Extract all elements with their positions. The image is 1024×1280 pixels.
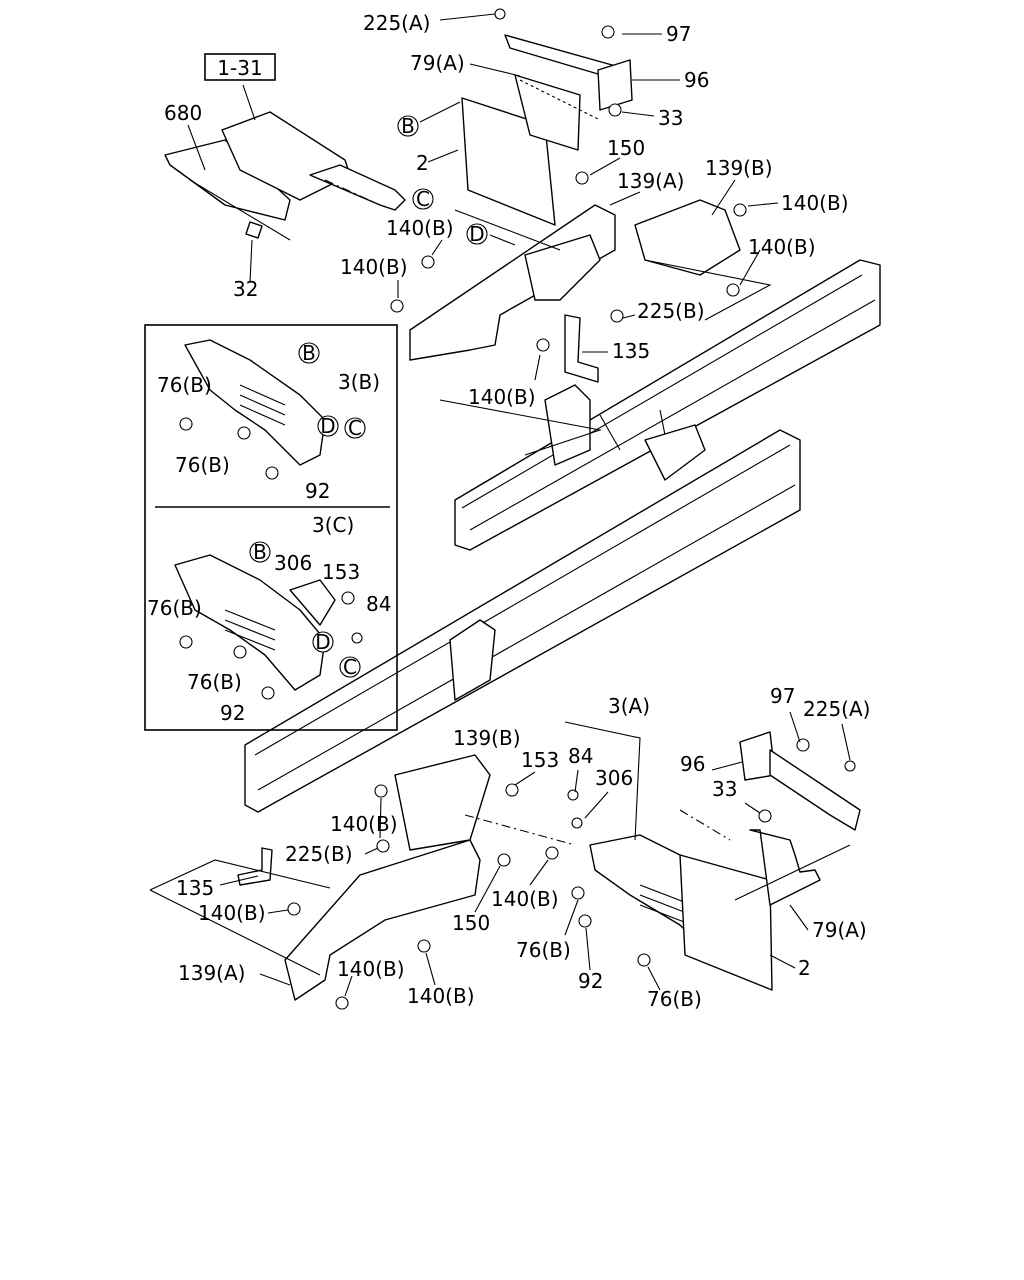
label-150: 150 — [607, 136, 645, 160]
part-135-top — [564, 314, 599, 383]
inset2-label-84: 84 — [366, 592, 391, 616]
bottom-label-306: 306 — [595, 766, 633, 790]
bottom-label-139a: 139(A) — [178, 961, 245, 985]
label-140b-2: 140(B) — [386, 216, 454, 240]
bottom-label-96: 96 — [680, 752, 705, 776]
label-140b-3: 140(B) — [748, 235, 816, 259]
bottom-label-153: 153 — [521, 748, 559, 772]
part-96-bracket-bottom — [739, 731, 861, 831]
part-139b-top — [634, 199, 741, 276]
inset2-label-306: 306 — [274, 551, 312, 575]
label-33: 33 — [658, 106, 683, 130]
bottom-label-76b-2: 76(B) — [647, 987, 702, 1011]
inset2-label-92: 92 — [220, 701, 245, 725]
label-139b: 139(B) — [705, 156, 773, 180]
bottom-label-225b: 225(B) — [285, 842, 353, 866]
bottom-label-150: 150 — [452, 911, 490, 935]
letter-b: B — [401, 114, 415, 138]
label-2: 2 — [416, 151, 429, 175]
letter-d: D — [315, 630, 330, 654]
inset2-label-76b-1: 76(B) — [147, 596, 202, 620]
label-79a: 79(A) — [410, 51, 465, 75]
label-225b: 225(B) — [637, 299, 705, 323]
bottom-label-140b-4: 140(B) — [337, 957, 405, 981]
part-79a-bracket — [504, 34, 633, 151]
part-139a-top — [409, 204, 616, 361]
letter-d: D — [469, 222, 484, 246]
letter-b: B — [302, 341, 316, 365]
assembly-lines-bottom — [149, 721, 851, 976]
part-680-plate — [164, 111, 406, 239]
label-135: 135 — [612, 339, 650, 363]
bottom-label-140b-2: 140(B) — [491, 887, 559, 911]
letter-c: C — [348, 416, 362, 440]
inset2-label-76b-2: 76(B) — [187, 670, 242, 694]
inset1-label-3b: 3(B) — [338, 370, 380, 394]
inset2-label-153: 153 — [322, 560, 360, 584]
label-96: 96 — [684, 68, 709, 92]
inset-frame — [144, 324, 398, 731]
reference-letters — [249, 115, 488, 678]
bottom-label-3a: 3(A) — [608, 694, 650, 718]
inset1-label-76b-1: 76(B) — [157, 373, 212, 397]
label-32: 32 — [233, 277, 258, 301]
label-225a: 225(A) — [363, 11, 430, 35]
inset1-label-76b-2: 76(B) — [175, 453, 230, 477]
bottom-label-76b-1: 76(B) — [516, 938, 571, 962]
letter-c: C — [343, 655, 357, 679]
inset2-bracket — [174, 554, 336, 691]
bottom-label-140b-3: 140(B) — [198, 901, 266, 925]
bottom-label-139b: 139(B) — [453, 726, 521, 750]
letter-c: C — [416, 187, 430, 211]
fasteners — [179, 8, 856, 1010]
bottom-label-84: 84 — [568, 744, 593, 768]
ref-box — [204, 53, 276, 81]
part-2-plate-bottom — [679, 854, 773, 991]
label-140b-5: 140(B) — [468, 385, 536, 409]
bottom-label-79a: 79(A) — [812, 918, 867, 942]
bottom-label-2: 2 — [798, 956, 811, 980]
bottom-label-140b-1: 140(B) — [330, 812, 398, 836]
letter-b: B — [253, 540, 267, 564]
label-139a: 139(A) — [617, 169, 684, 193]
label-680: 680 — [164, 101, 202, 125]
part-135-bottom — [237, 847, 273, 886]
label-140b-1: 140(B) — [781, 191, 849, 215]
bottom-label-225a: 225(A) — [803, 697, 870, 721]
inset1-label-92: 92 — [305, 479, 330, 503]
bottom-label-140b-5: 140(B) — [407, 984, 475, 1008]
label-140b-4: 140(B) — [340, 255, 408, 279]
leader-lines-bottom — [219, 711, 851, 997]
part-139b-bottom — [394, 754, 491, 851]
letter-d: D — [320, 414, 335, 438]
ref-box-label: 1-31 — [217, 56, 262, 80]
bottom-label-97: 97 — [770, 684, 795, 708]
frame-rail-upper — [454, 259, 881, 551]
label-97: 97 — [666, 22, 691, 46]
part-139a-bottom — [284, 839, 481, 1001]
bottom-label-92: 92 — [578, 969, 603, 993]
bottom-label-33: 33 — [712, 777, 737, 801]
inset2-label-3c: 3(C) — [312, 513, 354, 537]
leader-lines — [187, 13, 779, 381]
inset1-bracket — [184, 339, 326, 466]
part-79a-bracket-bottom — [749, 829, 821, 906]
bottom-label-135: 135 — [176, 876, 214, 900]
assembly-lines-top — [189, 79, 772, 456]
